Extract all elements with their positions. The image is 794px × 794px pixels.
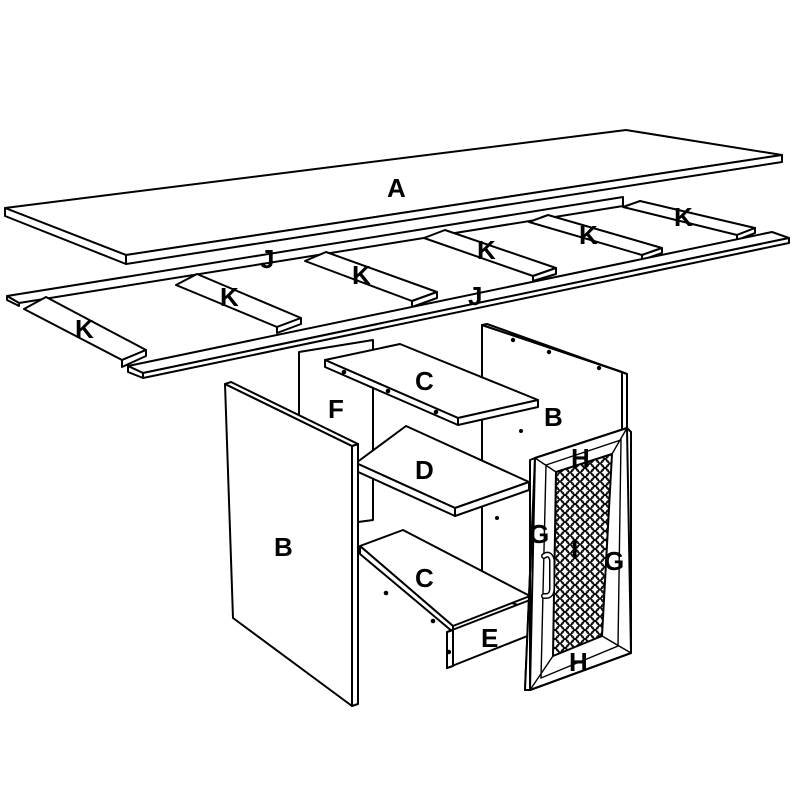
label-k-2: K — [220, 282, 239, 312]
slat-k-4 — [423, 229, 557, 282]
label-k-3: K — [352, 260, 371, 290]
slat-k-6 — [622, 200, 756, 241]
slat-k-2 — [175, 273, 302, 334]
label-b-side: B — [274, 532, 293, 562]
label-k-1: K — [75, 314, 94, 344]
slat-k-3 — [304, 251, 438, 308]
slat-k-1 — [23, 296, 147, 368]
label-e: E — [481, 623, 498, 653]
label-a: A — [387, 173, 406, 203]
label-c-top: C — [415, 366, 434, 396]
label-h-top: H — [571, 443, 590, 473]
frame-rail-j-front — [127, 231, 790, 379]
label-b-back: B — [544, 402, 563, 432]
label-c-bottom: C — [415, 563, 434, 593]
label-j-upper: J — [260, 244, 274, 274]
side-panel-b-left — [224, 381, 359, 707]
shelf-d — [355, 425, 530, 517]
label-j-lower: J — [468, 281, 482, 311]
label-k-6: K — [674, 202, 693, 232]
door-assembly — [524, 427, 632, 691]
label-k-4: K — [477, 235, 496, 265]
label-h-bottom: H — [569, 647, 588, 677]
top-panel-a — [4, 129, 783, 265]
label-i: I — [571, 533, 578, 563]
shelf-c-top — [324, 343, 539, 426]
label-f: F — [328, 394, 344, 424]
label-g-right: G — [604, 546, 624, 576]
label-d: D — [415, 455, 434, 485]
label-g-left: G — [529, 519, 549, 549]
label-k-5: K — [579, 220, 598, 250]
